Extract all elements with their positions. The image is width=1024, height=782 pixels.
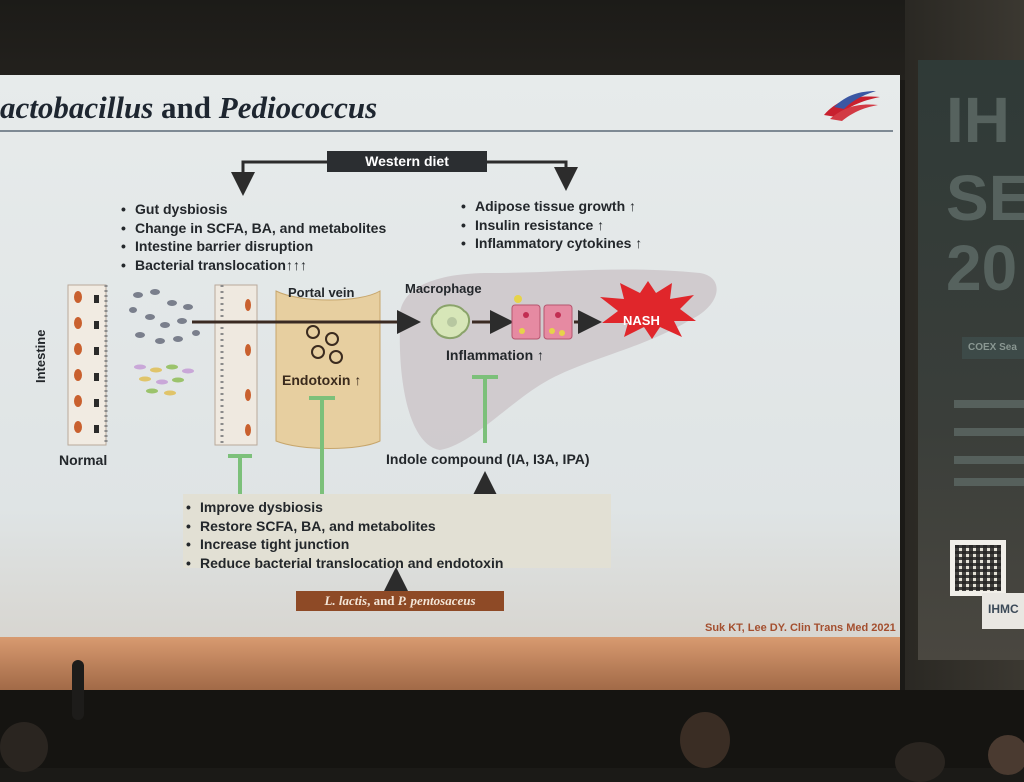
normal-label: Normal [59, 452, 108, 468]
bacteria-icon [129, 289, 200, 344]
banner-venue: COEX Sea [962, 337, 1024, 359]
citation: Suk KT, Lee DY. Clin Trans Med 2021 [705, 622, 896, 634]
list-item-text: Increase tight junction [200, 536, 350, 552]
hepatocyte-icon [511, 295, 573, 340]
nash-burst-icon [600, 281, 696, 339]
sponsor-logo-row [954, 456, 1024, 464]
event-sign: IHMC [982, 593, 1024, 629]
sponsor-logo-row [954, 478, 1024, 486]
list-item: •Improve dysbiosis [186, 499, 323, 515]
list-item-text: Intestine barrier disruption [135, 238, 314, 254]
list-item-text: Insulin resistance ↑ [475, 216, 605, 233]
improvements-list: •Improve dysbiosis •Restore SCFA, BA, an… [186, 498, 503, 572]
list-item-text: Reduce bacterial translocation and endot… [200, 554, 504, 571]
list-item: •Inflammatory cytokines ↑ [461, 235, 643, 251]
slide-title-and: and [153, 90, 219, 125]
list-item-text: Change in SCFA, BA, and metabolites [135, 219, 387, 236]
list-item: •Intestine barrier disruption [121, 238, 314, 254]
event-sign-text: IHMC [988, 602, 1019, 616]
nash-label: NASH [623, 313, 660, 328]
list-item: •Insulin resistance ↑ [461, 216, 605, 233]
list-item: •Increase tight junction [186, 536, 350, 552]
qr-code [950, 540, 1006, 596]
macrophage-label: Macrophage [405, 281, 482, 296]
macrophage-icon [430, 304, 470, 339]
western-diet-box: Western diet [327, 151, 487, 172]
screen-bottom-edge [0, 637, 900, 695]
list-item: •Change in SCFA, BA, and metabolites [121, 219, 387, 236]
list-item: •Reduce bacterial translocation and endo… [186, 554, 504, 571]
title-divider [0, 130, 893, 132]
inflammation-label: Inflammation ↑ [446, 347, 545, 363]
list-item-text: Restore SCFA, BA, and metabolites [200, 517, 436, 534]
list-item-text: Inflammatory cytokines ↑ [475, 235, 643, 251]
slide-title: actobacillus and Pediococcus [0, 90, 377, 126]
probiotics-box: L. lactis, and P. pentosaceus [296, 591, 504, 611]
banner-text-1: IH [946, 84, 1010, 156]
endotoxin-icon [306, 325, 343, 364]
list-item: •Adipose tissue growth ↑ [461, 198, 637, 214]
list-item-text: Improve dysbiosis [200, 499, 323, 515]
normal-intestine-icon [67, 284, 108, 446]
intestine-label: Intestine [33, 329, 48, 383]
metabolites-icon [134, 364, 194, 396]
sponsor-logo-row [954, 428, 1024, 436]
audience-head-icon [0, 722, 48, 772]
list-item-text: Gut dysbiosis [135, 201, 228, 217]
inhibit-endotoxin-icon [309, 396, 335, 498]
portal-vein-icon [275, 290, 381, 449]
room-ceiling [0, 0, 1024, 80]
portal-vein-label: Portal vein [288, 285, 355, 300]
banner-text-2: SE [946, 162, 1024, 234]
slide-title-genus-1: actobacillus [0, 90, 154, 125]
endotoxin-label: Endotoxin ↑ [282, 372, 362, 388]
probiotic-and: , and [367, 593, 398, 608]
gut-effects-list: •Gut dysbiosis •Change in SCFA, BA, and … [121, 200, 386, 274]
audience-head-icon [895, 742, 945, 782]
slide-title-genus-2: Pediococcus [218, 90, 378, 125]
indole-label: Indole compound (IA, I3A, IPA) [386, 451, 590, 467]
list-item: •Restore SCFA, BA, and metabolites [186, 517, 436, 534]
list-item-text: Bacterial translocation↑↑↑ [135, 256, 307, 273]
conference-logo-icon [824, 91, 880, 121]
probiotic-name-1: L. lactis [324, 593, 368, 608]
diet-to-gut-arrow [231, 160, 327, 196]
inhibit-barrier-icon [228, 454, 252, 498]
audience-area [0, 690, 1024, 768]
improvements-box [183, 494, 611, 568]
sponsor-logo-row [954, 400, 1024, 408]
disrupted-intestine-icon [214, 284, 258, 446]
audience-head-icon [680, 712, 730, 768]
microphone-icon [72, 660, 84, 720]
probiotic-name-2: P. pentosaceus [397, 593, 476, 608]
nash-mechanism-diagram: NASH Western diet •Gut dysbiosis •Change… [0, 145, 900, 625]
list-item-text: Adipose tissue growth ↑ [475, 198, 637, 214]
audience-head-icon [988, 735, 1024, 775]
list-item: •Gut dysbiosis [121, 201, 228, 217]
metabolic-effects-list: •Adipose tissue growth ↑ •Insulin resist… [461, 197, 642, 253]
inhibit-inflammation-icon [472, 375, 498, 443]
conference-banner: IH SE 20 COEX Sea [918, 60, 1024, 660]
diet-to-metabolic-arrow [487, 160, 578, 191]
banner-text-3: 20 [946, 232, 1018, 304]
list-item: •Bacterial translocation↑↑↑ [121, 256, 307, 273]
